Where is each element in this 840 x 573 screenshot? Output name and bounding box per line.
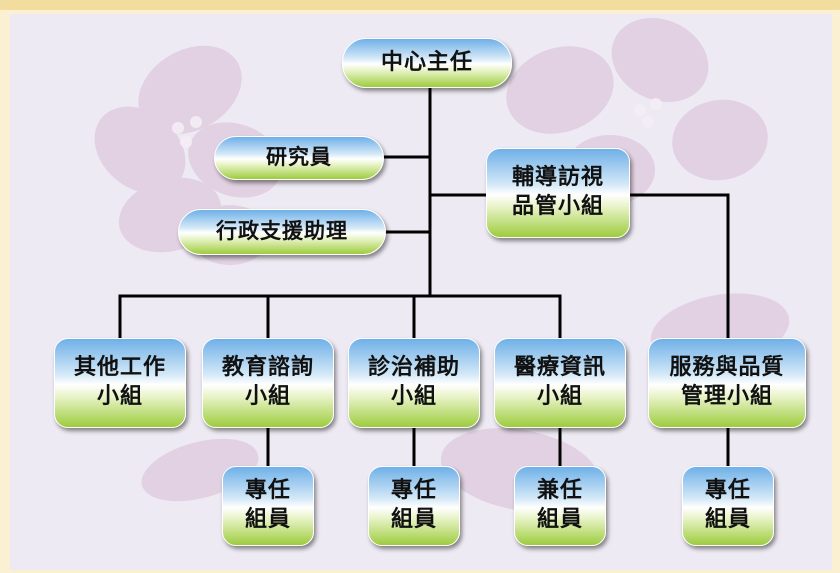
group-service-quality-box: 服務與品質 管理小組 bbox=[648, 338, 806, 428]
guidance-qc-line1: 輔導訪視 bbox=[511, 165, 604, 191]
group-label-line2: 小組 bbox=[390, 384, 437, 409]
group-label-line2: 小組 bbox=[244, 384, 291, 409]
director-box: 中心主任 bbox=[342, 38, 512, 88]
member-label-line1: 專任 bbox=[244, 478, 291, 504]
researcher-box: 研究員 bbox=[214, 136, 384, 180]
top-banner-strip bbox=[0, 0, 840, 10]
group-other-work-box: 其他工作 小組 bbox=[54, 338, 186, 428]
member-label-line2: 組員 bbox=[704, 507, 751, 532]
member-label-line2: 組員 bbox=[536, 507, 583, 532]
group-label-line2: 小組 bbox=[96, 384, 143, 409]
member-label-line1: 專任 bbox=[390, 478, 437, 504]
group-label-line1: 教育諮詢 bbox=[221, 355, 314, 381]
director-label: 中心主任 bbox=[380, 49, 473, 75]
group-label-line1: 診治補助 bbox=[367, 355, 460, 381]
member-box: 專任 組員 bbox=[368, 466, 460, 546]
group-label-line2: 管理小組 bbox=[680, 384, 773, 409]
member-label-line1: 專任 bbox=[704, 478, 751, 504]
admin-assistant-box: 行政支援助理 bbox=[178, 209, 386, 255]
member-label-line2: 組員 bbox=[244, 507, 291, 532]
guidance-qc-group-box: 輔導訪視 品管小組 bbox=[486, 148, 630, 238]
member-box: 兼任 組員 bbox=[514, 466, 606, 546]
guidance-qc-line2: 品管小組 bbox=[511, 194, 604, 219]
member-box: 專任 組員 bbox=[222, 466, 314, 546]
group-medical-information-box: 醫療資訊 小組 bbox=[494, 338, 626, 428]
group-label-line1: 醫療資訊 bbox=[513, 355, 606, 381]
group-label-line1: 服務與品質 bbox=[669, 355, 785, 381]
member-label-line1: 兼任 bbox=[536, 478, 583, 504]
admin-assistant-label: 行政支援助理 bbox=[216, 219, 348, 244]
researcher-label: 研究員 bbox=[266, 145, 332, 170]
group-education-consulting-box: 教育諮詢 小組 bbox=[202, 338, 334, 428]
member-box: 專任 組員 bbox=[682, 466, 774, 546]
group-treatment-subsidy-box: 診治補助 小組 bbox=[348, 338, 480, 428]
member-label-line2: 組員 bbox=[390, 507, 437, 532]
group-label-line2: 小組 bbox=[536, 384, 583, 409]
group-label-line1: 其他工作 bbox=[73, 355, 166, 381]
